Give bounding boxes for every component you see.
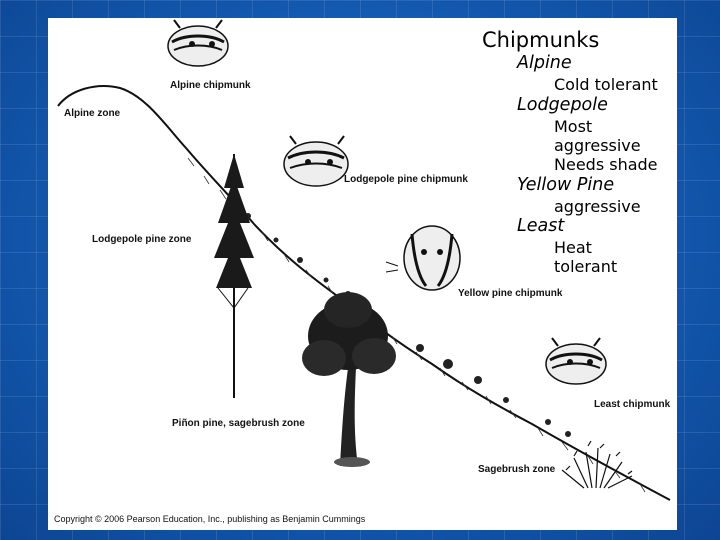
least-detail-2: tolerant bbox=[554, 257, 618, 276]
pinon-sagebrush-zone-label: Piñon pine, sagebrush zone bbox=[172, 418, 305, 429]
yellow-pine-detail: aggressive bbox=[554, 197, 641, 216]
yellow-pine-chipmunk-label: Yellow pine chipmunk bbox=[458, 288, 563, 299]
least-detail-1: Heat bbox=[554, 238, 592, 257]
lodgepole-pine-zone-label: Lodgepole pine zone bbox=[92, 234, 192, 245]
slope-line bbox=[57, 85, 671, 501]
lodgepole-pine-chipmunk-label: Lodgepole pine chipmunk bbox=[344, 174, 468, 185]
alpine-chipmunk-label: Alpine chipmunk bbox=[170, 80, 251, 91]
species-alpine: Alpine bbox=[517, 53, 572, 73]
alpine-zone-label: Alpine zone bbox=[64, 108, 121, 119]
sagebrush-zone-label: Sagebrush zone bbox=[478, 464, 556, 475]
lodgepole-detail-3: Needs shade bbox=[554, 155, 658, 174]
conifer-tree-icon bbox=[214, 154, 254, 398]
slide-title: Chipmunks bbox=[482, 28, 600, 52]
lodgepole-detail-1: Most bbox=[554, 117, 593, 136]
chipmunk-head-icon bbox=[167, 19, 229, 67]
least-chipmunk-label: Least chipmunk bbox=[594, 399, 671, 410]
chipmunk-head-icon bbox=[283, 135, 349, 187]
species-least: Least bbox=[517, 216, 565, 236]
lodgepole-detail-2: aggressive bbox=[554, 136, 641, 155]
sagebrush-icon bbox=[561, 440, 633, 489]
species-yellow-pine: Yellow Pine bbox=[517, 175, 615, 195]
species-lodgepole: Lodgepole bbox=[517, 95, 608, 115]
chipmunk-head-icon bbox=[385, 225, 461, 291]
alpine-detail: Cold tolerant bbox=[554, 75, 658, 94]
pinon-tree-icon bbox=[302, 292, 396, 467]
chipmunk-head-icon bbox=[545, 337, 607, 385]
mountain-illustration bbox=[57, 19, 671, 501]
copyright-notice: Copyright © 2006 Pearson Education, Inc.… bbox=[54, 514, 366, 524]
slide: Alpine chipmunk Alpine zone Lodgepole pi… bbox=[48, 18, 677, 530]
